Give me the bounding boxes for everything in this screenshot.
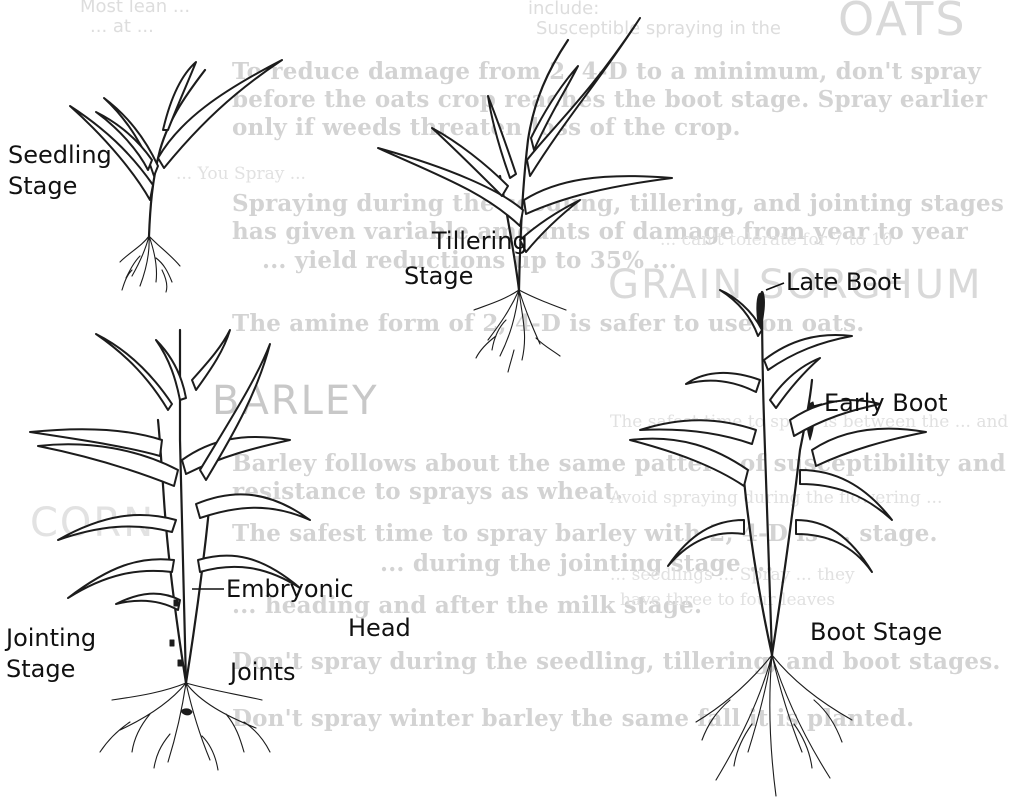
label-jointing-stage: Jointing Stage xyxy=(6,623,96,685)
late-boot-leader xyxy=(766,283,784,290)
label-embryonic-line: Embryonic xyxy=(226,574,411,605)
label-boot-stage: Boot Stage xyxy=(810,617,942,648)
early-boot-leader xyxy=(814,404,822,406)
label-jointing-line: Jointing xyxy=(6,623,96,654)
label-head-line: Head xyxy=(226,613,411,644)
label-stage-line: Stage xyxy=(6,654,96,685)
label-stage-line: Stage xyxy=(404,261,528,292)
label-joints: Joints xyxy=(230,657,296,688)
label-embryonic-head: Embryonic Head xyxy=(226,574,411,644)
label-tillering-line: Tillering xyxy=(404,226,528,257)
label-late-boot: Late Boot xyxy=(786,267,901,298)
label-stage-line: Stage xyxy=(8,171,112,202)
label-early-boot: Early Boot xyxy=(824,388,947,419)
label-seedling-stage: Seedling Stage xyxy=(8,140,112,202)
label-seedling-line: Seedling xyxy=(8,140,112,171)
label-tillering-stage: Tillering Stage xyxy=(404,226,528,292)
